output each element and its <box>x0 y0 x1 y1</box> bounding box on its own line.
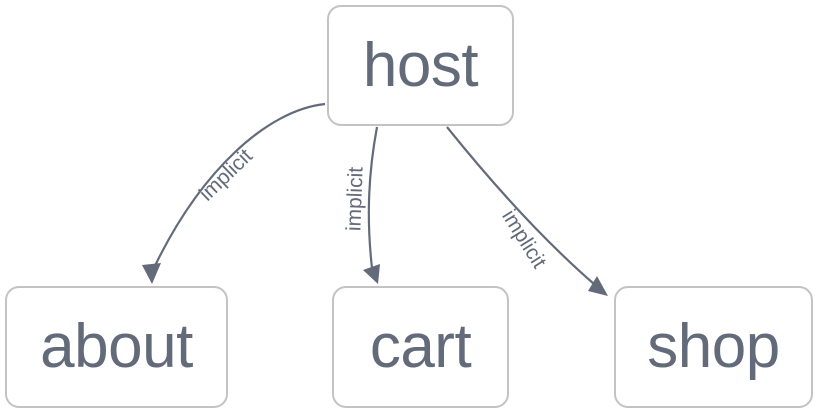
edge-label-host-cart: implicit <box>342 166 368 232</box>
graph-node-host[interactable]: host <box>327 5 514 126</box>
edge-path-host-about <box>151 102 326 273</box>
graph-node-label-cart: cart <box>369 312 472 381</box>
graph-node-shop[interactable]: shop <box>614 286 813 408</box>
edge-path-host-shop <box>446 126 595 285</box>
graph-node-label-shop: shop <box>647 312 780 381</box>
edge-host-cart <box>363 126 380 284</box>
edge-host-shop <box>446 126 608 296</box>
edge-host-about <box>142 102 326 284</box>
graph-node-label-host: host <box>362 30 479 100</box>
graph-node-about[interactable]: about <box>5 286 228 408</box>
edge-path-host-cart <box>367 126 379 269</box>
graph-node-cart[interactable]: cart <box>332 286 509 408</box>
arrowhead-icon-host-shop <box>588 276 608 296</box>
arrowhead-icon-host-about <box>142 263 161 284</box>
graph-node-label-about: about <box>40 312 193 381</box>
arrowhead-icon-host-cart <box>363 264 380 284</box>
